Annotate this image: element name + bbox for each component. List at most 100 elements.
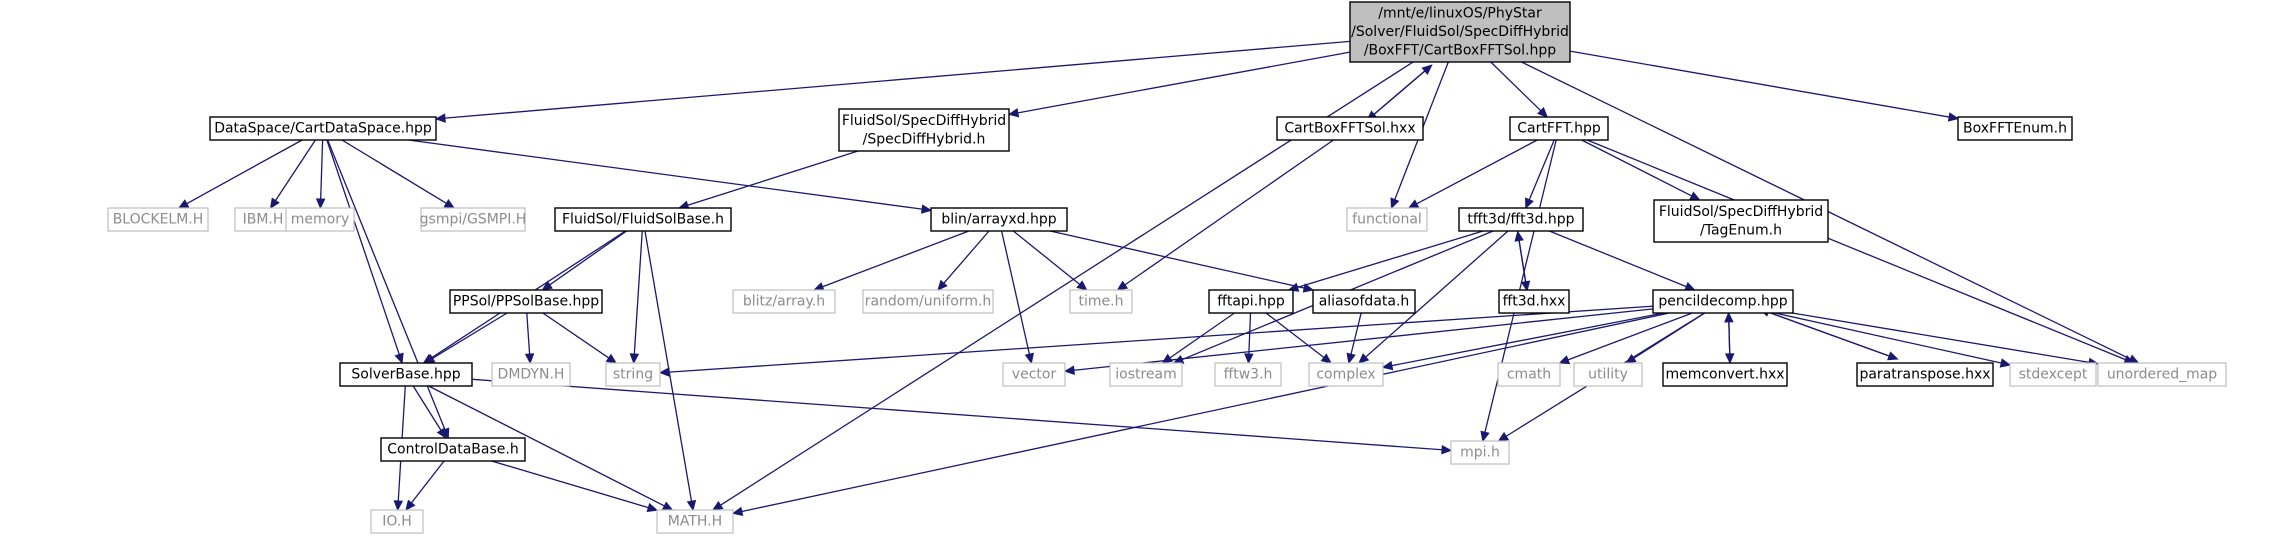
node-label-line: string <box>613 367 653 383</box>
node-box <box>1509 116 1609 141</box>
node-pencildecomp[interactable]: pencildecomp.hpp <box>1652 289 1794 314</box>
node-iostream: iostream <box>1109 362 1183 387</box>
arrowhead-memconvert-to-pencildecomp <box>1724 311 1734 323</box>
node-box <box>420 207 526 232</box>
node-memconvert[interactable]: memconvert.hxx <box>1662 362 1788 387</box>
node-box <box>1349 1 1571 63</box>
node-specdiffhybrid[interactable]: FluidSol/SpecDiffHybrid/SpecDiffHybrid.h <box>838 108 1010 152</box>
edge-cartdataspace-to-solverbase <box>326 139 400 355</box>
arrowhead-pencildecomp-to-complex <box>1381 360 1394 371</box>
node-paratranspose[interactable]: paratranspose.hxx <box>1856 362 1994 387</box>
edge-cartdataspace-to-arrayxd <box>408 139 923 210</box>
edge-fftapi-to-iostream <box>1169 312 1235 359</box>
node-root[interactable]: /mnt/e/linuxOS/PhyStar/Solver/FluidSol/S… <box>1349 1 1571 63</box>
node-box <box>1450 440 1510 465</box>
node-label-line: gsmpi/GSMPI.H <box>420 212 527 228</box>
edge-cartfft-to-fft3d <box>1528 139 1555 200</box>
node-box <box>285 207 355 232</box>
node-cartdataspace[interactable]: DataSpace/CartDataSpace.hpp <box>209 116 437 141</box>
node-label-line: functional <box>1352 212 1422 228</box>
node-label-line: memconvert.hxx <box>1665 367 1784 383</box>
node-label-line: unordered_map <box>2107 367 2217 383</box>
node-aliasofdata[interactable]: aliasofdata.h <box>1312 289 1416 314</box>
edge-solverbase-to-controldatabase <box>412 385 442 431</box>
edge-arrayxd-to-uniform <box>943 230 990 284</box>
edge-root-to-cartdataspace <box>444 40 1351 119</box>
arrowhead-fft3d-to-pencildecomp <box>1684 282 1696 291</box>
edge-cartdataspace-to-memory <box>320 139 324 200</box>
arrowhead-ppsolbase-to-dmdyn <box>524 353 535 365</box>
edge-memconvert-to-pencildecomp <box>1728 321 1731 363</box>
node-box <box>209 116 437 141</box>
node-box <box>862 289 994 314</box>
arrowhead-fft3d-to-complex <box>1358 353 1370 364</box>
arrowhead-cartfft-to-tagenum <box>1689 191 1701 201</box>
edge-fluidsolbase-to-ppsolbase <box>549 230 627 286</box>
node-label-line: BoxFFTEnum.h <box>1963 121 2067 137</box>
node-label-line: time.h <box>1079 294 1124 310</box>
edge-arrayxd-to-blitz <box>822 230 970 288</box>
edge-fft3d_hxx-to-fft3d <box>1518 240 1528 291</box>
node-label-line: utility <box>1588 367 1628 383</box>
node-fftapi[interactable]: fftapi.hpp <box>1208 289 1294 314</box>
arrowhead-pencildecomp-to-vector <box>1063 365 1075 375</box>
arrowhead-solverbase-to-controldatabase <box>436 427 447 440</box>
arrowhead-cartdataspace-to-gsmpi <box>443 198 456 209</box>
arrowhead-pencildecomp-to-cmath <box>1558 355 1571 365</box>
edge-fluidsolbase-to-math <box>644 230 693 502</box>
node-uniform: random/uniform.h <box>862 289 994 314</box>
node-label-line: IO.H <box>382 514 412 530</box>
arrowhead-pencildecomp-to-math <box>731 506 744 517</box>
node-blockelm: BLOCKELM.H <box>107 207 209 232</box>
node-stdexcept: stdexcept <box>2009 362 2097 387</box>
node-math: MATH.H <box>656 509 734 534</box>
edge-pencildecomp-to-cmath <box>1567 312 1693 361</box>
edge-cartdataspace-to-ibm <box>274 139 316 201</box>
arrowhead-root-to-math <box>711 500 724 511</box>
edge-arrayxd-to-aliasofdata <box>1050 230 1305 289</box>
node-fftw3: fftw3.h <box>1214 362 1282 387</box>
arrowhead-controldatabase-to-math <box>646 502 659 513</box>
arrowhead-fftapi-to-iostream <box>1161 353 1174 364</box>
node-box <box>1653 199 1829 243</box>
edge-fft3d-to-fftapi <box>1297 230 1484 289</box>
node-controldatabase[interactable]: ControlDataBase.h <box>380 437 526 462</box>
node-utility: utility <box>1573 362 1643 387</box>
node-boxfftenum[interactable]: BoxFFTEnum.h <box>1957 116 2073 141</box>
node-box <box>656 509 734 534</box>
node-arrayxd[interactable]: blin/arrayxd.hpp <box>930 207 1068 232</box>
edge-pencildecomp-to-math <box>741 312 1670 513</box>
node-cartfft[interactable]: CartFFT.hpp <box>1509 116 1609 141</box>
node-solverbase[interactable]: SolverBase.hpp <box>339 362 473 387</box>
arrowhead-root-to-boxfftenum <box>1947 112 1960 122</box>
node-label-line: ControlDataBase.h <box>387 442 518 458</box>
node-label-line: memory <box>291 212 350 228</box>
node-fluidsolbase[interactable]: FluidSol/FluidSolBase.h <box>554 207 732 232</box>
node-ppsolbase[interactable]: PPSol/PPSolBase.hpp <box>449 289 603 314</box>
node-label-line: /SpecDiffHybrid.h <box>863 131 986 147</box>
node-cmath: cmath <box>1497 362 1561 387</box>
edge-cartfft-to-unordered_map <box>1586 139 2126 361</box>
arrowhead-pencildecomp-to-mpi <box>1497 431 1510 442</box>
node-mpi: mpi.h <box>1450 440 1510 465</box>
node-box <box>449 289 603 314</box>
arrowhead-cartdataspace-to-solverbase <box>394 352 404 365</box>
arrowhead-root-to-cartdataspace <box>434 113 446 123</box>
node-cartboxfftsol_hxx[interactable]: CartBoxFFTSol.hxx <box>1276 116 1424 141</box>
arrowhead-cartdataspace-to-memory <box>315 198 326 210</box>
node-label-line: complex <box>1316 367 1375 383</box>
node-box <box>605 362 661 387</box>
node-fft3d[interactable]: tfft3d/fft3d.hpp <box>1458 207 1584 232</box>
node-label-line: /BoxFFT/CartBoxFFTSol.hpp <box>1364 43 1556 59</box>
arrowhead-root-to-specdiffhybrid <box>1007 108 1020 118</box>
arrowhead-arrayxd-to-vector <box>1024 352 1034 365</box>
edge-controldatabase-to-math <box>491 460 649 509</box>
node-tagenum[interactable]: FluidSol/SpecDiffHybrid/TagEnum.h <box>1653 199 1829 243</box>
arrowhead-solverbase-to-mpi <box>1441 444 1453 455</box>
node-label-line: stdexcept <box>2019 367 2088 383</box>
node-box <box>1497 362 1561 387</box>
node-fft3d_hxx[interactable]: fft3d.hxx <box>1498 289 1570 314</box>
node-box <box>1109 362 1183 387</box>
node-box <box>1662 362 1788 387</box>
edge-aliasofdata-to-complex <box>1350 312 1362 355</box>
